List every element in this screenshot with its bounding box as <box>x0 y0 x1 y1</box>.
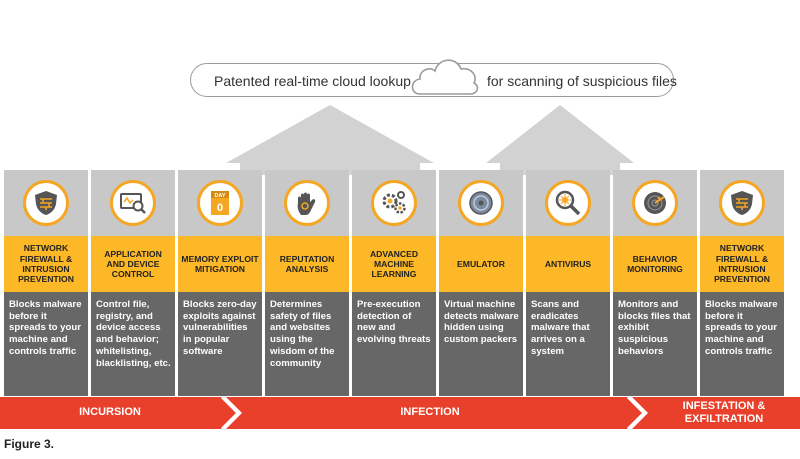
column-advanced-machine-learning: ADVANCED MACHINE LEARNING Pre-execution … <box>352 170 436 396</box>
column-icon-area: DAY 0 <box>178 170 262 236</box>
svg-text:0: 0 <box>217 202 223 214</box>
svg-text:DAY: DAY <box>214 193 225 199</box>
column-behavior-monitoring: BEHAVIOR MONITORING Monitors and blocks … <box>613 170 697 396</box>
figure-caption: Figure 3. <box>4 437 55 451</box>
cloud-lookup-label: Patented real-time cloud lookup <box>214 73 411 89</box>
phase-arrow-bar <box>0 397 800 429</box>
column-description: Scans and eradicates malware that arrive… <box>526 292 610 396</box>
column-title: MEMORY EXPLOIT MITIGATION <box>178 236 262 292</box>
infestation-arrow <box>632 397 800 429</box>
column-icon-area <box>4 170 88 236</box>
column-description: Pre-execution detection of new and evolv… <box>352 292 436 396</box>
column-title: REPUTATION ANALYSIS <box>265 236 349 292</box>
shield-icon <box>719 180 765 226</box>
column-title: NETWORK FIREWALL & INTRUSION PREVENTION <box>700 236 784 292</box>
hand-stop-icon <box>284 180 330 226</box>
column-icon-area <box>613 170 697 236</box>
column-icon-area <box>439 170 523 236</box>
shield-icon <box>23 180 69 226</box>
phase-infestation-label: INFESTATION & EXFILTRATION <box>682 400 766 425</box>
monitor-search-icon <box>110 180 156 226</box>
column-icon-area <box>352 170 436 236</box>
column-emulator: EMULATOR Virtual machine detects malware… <box>439 170 523 396</box>
column-network-firewall-2: NETWORK FIREWALL & INTRUSION PREVENTION … <box>700 170 784 396</box>
column-title: EMULATOR <box>439 236 523 292</box>
column-title: ADVANCED MACHINE LEARNING <box>352 236 436 292</box>
column-memory-exploit-mitigation: DAY 0 MEMORY EXPLOIT MITIGATION Blocks ze… <box>178 170 262 396</box>
disk-icon <box>458 180 504 226</box>
phase-infection-label: INFECTION <box>400 406 460 418</box>
radar-icon <box>632 180 678 226</box>
column-icon-area <box>91 170 175 236</box>
column-title: APPLICATION AND DEVICE CONTROL <box>91 236 175 292</box>
infection-arrow <box>226 397 644 429</box>
column-description: Control file, registry, and device acces… <box>91 292 175 396</box>
column-icon-area <box>700 170 784 236</box>
column-description: Blocks malware before it spreads to your… <box>4 292 88 396</box>
cloud-scanning-label: for scanning of suspicious files <box>487 73 677 89</box>
column-icon-area <box>265 170 349 236</box>
column-title: NETWORK FIREWALL & INTRUSION PREVENTION <box>4 236 88 292</box>
column-description: Determines safety of files and websites … <box>265 292 349 396</box>
column-antivirus: ANTIVIRUS Scans and eradicates malware t… <box>526 170 610 396</box>
column-icon-area <box>526 170 610 236</box>
day-zero-icon: DAY 0 <box>197 180 243 226</box>
column-description: Monitors and blocks files that exhibit s… <box>613 292 697 396</box>
column-description: Blocks malware before it spreads to your… <box>700 292 784 396</box>
cloud-icon <box>411 59 479 95</box>
column-description: Virtual machine detects malware hidden u… <box>439 292 523 396</box>
phase-incursion-label: INCURSION <box>79 406 141 418</box>
column-network-firewall-1: NETWORK FIREWALL & INTRUSION PREVENTION … <box>4 170 88 396</box>
column-title: ANTIVIRUS <box>526 236 610 292</box>
magnifier-virus-icon <box>545 180 591 226</box>
column-application-device-control: APPLICATION AND DEVICE CONTROL Control f… <box>91 170 175 396</box>
column-reputation-analysis: REPUTATION ANALYSIS Determines safety of… <box>265 170 349 396</box>
incursion-arrow <box>0 397 238 429</box>
upload-arrows <box>226 105 634 175</box>
column-title: BEHAVIOR MONITORING <box>613 236 697 292</box>
column-description: Blocks zero-day exploits against vulnera… <box>178 292 262 396</box>
gears-icon <box>371 180 417 226</box>
